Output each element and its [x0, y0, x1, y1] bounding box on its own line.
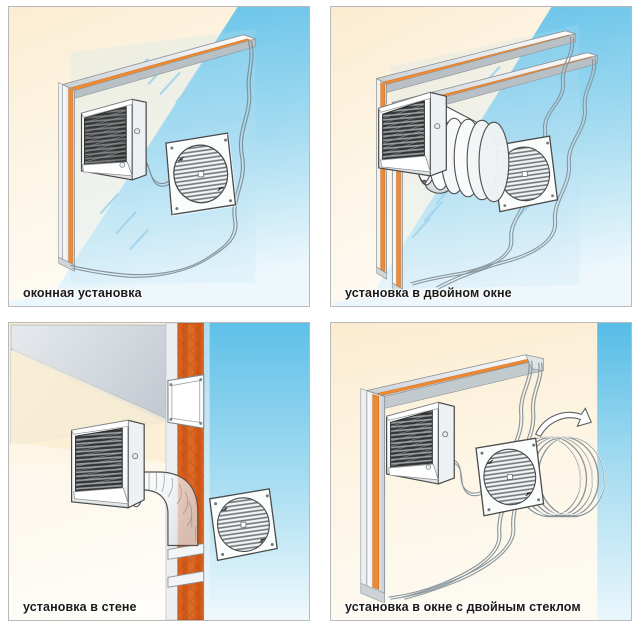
unit-to-fan-cable: [141, 157, 173, 187]
sky-background: [597, 323, 631, 620]
indoor-grille-unit: [80, 98, 147, 181]
wall-access-panel: [167, 374, 205, 429]
window-glass: [70, 28, 256, 284]
wall-plaster-right: [203, 323, 210, 620]
window-frame-top-rail: [365, 354, 544, 409]
panel-window-installation: оконная установка: [8, 6, 310, 307]
panel-double-window-installation: установка в двойном окне: [330, 6, 632, 307]
scene-window-installation: [9, 7, 309, 306]
window-frame-top-rail: [61, 34, 257, 99]
unit-control-knob: [442, 431, 449, 438]
indoor-grille-unit: [386, 401, 455, 485]
sky-background: [203, 323, 309, 620]
wall-plaster-left: [165, 323, 179, 620]
outdoor-fan-grille: [165, 132, 237, 217]
panel-4-caption: установка в окне с двойным стеклом: [345, 600, 581, 614]
scene-wall-installation: [9, 323, 309, 620]
scene-double-glazed-window-installation: [331, 323, 631, 620]
panel-wall-installation: установка в стене: [8, 322, 310, 621]
panel-2-caption: установка в двойном окне: [345, 286, 512, 300]
indoor-grille-unit: [70, 419, 145, 509]
panel-double-glazed-window-installation: установка в окне с двойным стеклом: [330, 322, 632, 621]
indoor-grille-unit: [378, 91, 447, 177]
unit-control-knob: [134, 128, 141, 135]
frame-orange-strip-left: [68, 88, 73, 264]
window-frame-left-stile: [360, 388, 386, 604]
window-frame-left-stile: [58, 82, 75, 272]
connection-cable: [70, 40, 254, 278]
installation-direction-arrow: [534, 407, 593, 437]
scene-double-window-installation: [331, 7, 631, 306]
unit-control-knob: [132, 453, 139, 460]
unit-control-knob: [434, 123, 441, 130]
panel-1-caption: оконная установка: [23, 286, 142, 300]
frame-orange-strip-left: [372, 394, 379, 590]
outdoor-fan-grille: [475, 437, 545, 517]
wall-bracket-lower: [167, 542, 205, 588]
outdoor-fan-grille: [208, 488, 278, 562]
panel-3-caption: установка в стене: [23, 600, 137, 614]
